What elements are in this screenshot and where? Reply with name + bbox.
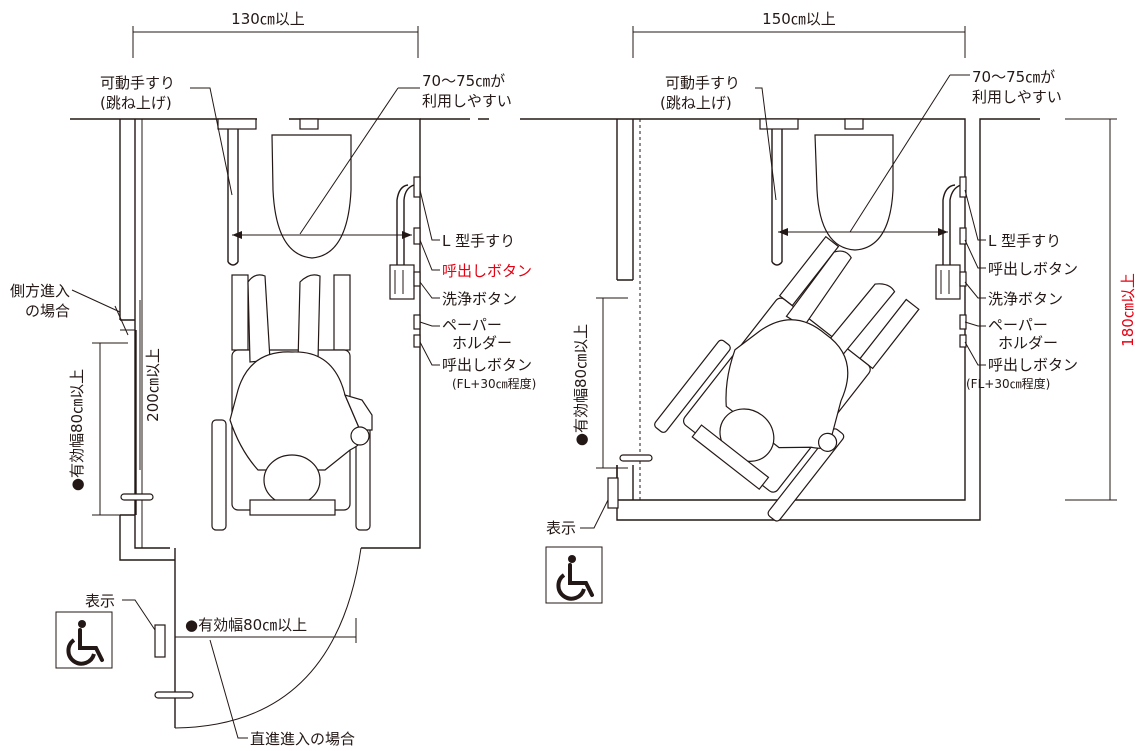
right-sign-label: 表示 xyxy=(546,519,576,537)
right-call-button-low-note: (FL+30㎝程度) xyxy=(966,376,1050,391)
right-paper-holder-label-1: ペーパー xyxy=(988,316,1048,334)
wheelchair-accessibility-icon xyxy=(55,611,113,669)
right-reach-label-1: 70～75㎝が xyxy=(972,68,1055,86)
left-paper-holder-label-2: ホルダー xyxy=(452,334,512,352)
left-flush-button-label: 洗浄ボタン xyxy=(442,290,517,308)
left-handrail-label-2: (跳ね上げ) xyxy=(100,94,172,112)
left-reach-label-2: 利用しやすい xyxy=(422,92,512,110)
right-wheelchair-user xyxy=(654,235,920,522)
right-width-dimension: 150㎝以上 xyxy=(762,10,836,28)
left-width-dimension: 130㎝以上 xyxy=(231,10,305,28)
left-side-entry-label-2: の場合 xyxy=(25,302,70,320)
right-call-button-low-label: 呼出しボタン xyxy=(988,356,1078,374)
right-l-rail-label: L 型手すり xyxy=(988,232,1061,250)
left-paper-holder-label-1: ペーパー xyxy=(442,316,502,334)
right-flush-button-label: 洗浄ボタン xyxy=(988,290,1063,308)
right-side-width: ●有効幅80㎝以上 xyxy=(572,324,590,446)
left-depth-dimension: 200㎝以上 xyxy=(144,348,162,422)
right-reach-label-2: 利用しやすい xyxy=(972,88,1062,106)
right-paper-holder-label-2: ホルダー xyxy=(998,334,1058,352)
left-side-entry-width: ●有効幅80㎝以上 xyxy=(68,369,86,491)
left-plan: 130㎝以上 200㎝以上 ●有効幅80㎝以上 側方進入 の場合 xyxy=(10,10,536,748)
left-wheelchair-user xyxy=(211,274,373,531)
right-handrail-label-1: 可動手すり xyxy=(665,74,740,92)
left-call-button-low-label: 呼出しボタン xyxy=(442,356,532,374)
wheelchair-accessibility-icon xyxy=(545,546,603,604)
left-reach-label-1: 70～75㎝が xyxy=(422,72,505,90)
right-plan: 150㎝以上 180㎝以上 ●有効幅80㎝以上 70 xyxy=(478,10,1137,604)
left-front-entry-label: 直進進入の場合 xyxy=(250,730,355,748)
left-call-button-label: 呼出しボタン xyxy=(442,262,532,280)
right-depth-dimension: 180㎝以上 xyxy=(1119,273,1137,347)
left-side-entry-label-1: 側方進入 xyxy=(10,282,70,300)
left-front-width: ●有効幅80㎝以上 xyxy=(185,616,307,634)
left-call-button-low-note: (FL+30㎝程度) xyxy=(452,376,536,391)
right-call-button-label: 呼出しボタン xyxy=(988,260,1078,278)
right-handrail-label-2: (跳ね上げ) xyxy=(660,94,732,112)
left-l-rail-label: L 型手すり xyxy=(442,232,515,250)
left-sign-label: 表示 xyxy=(85,592,115,610)
left-handrail-label-1: 可動手すり xyxy=(100,74,175,92)
